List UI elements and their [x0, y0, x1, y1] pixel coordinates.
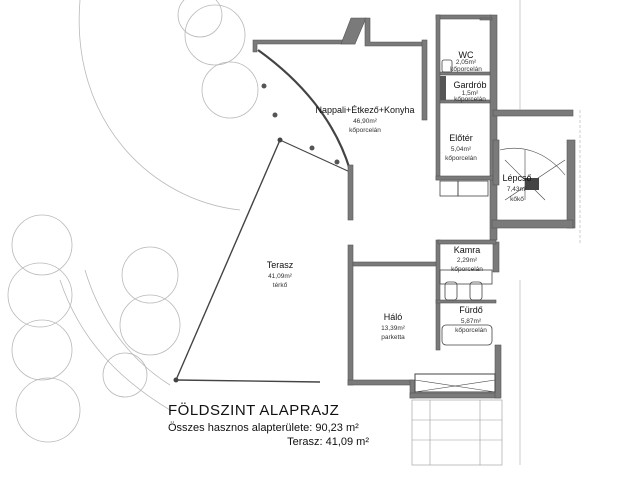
landscape-trees: [7, 0, 259, 443]
room-bathroom: Fürdő 5,87m² kőporcelán: [455, 305, 487, 334]
room-bathroom-area: 5,87m²: [461, 318, 482, 325]
room-wc-floor: kőporcelán: [450, 66, 482, 73]
room-bathroom-floor: kőporcelán: [455, 327, 487, 334]
room-hall-name: Előtér: [449, 133, 473, 143]
room-wc: WC 2,05m² kőporcelán: [450, 50, 482, 73]
room-stairs-floor: kőkő: [510, 196, 524, 203]
room-stairs-name: Lépcső: [502, 173, 531, 183]
room-terrace-name: Terasz: [267, 260, 294, 270]
room-bedroom-name: Háló: [384, 312, 403, 322]
room-wc-name: WC: [459, 50, 474, 60]
room-living-floor: kőporcelán: [349, 127, 381, 134]
room-pantry: Kamra 2,29m² kőporcelán: [451, 245, 483, 273]
room-terrace-area: 41,09m²: [268, 273, 293, 280]
room-living-name: Nappali+Étkező+Konyha: [315, 105, 414, 115]
caption-title: FÖLDSZINT ALAPRAJZ: [168, 401, 339, 419]
plan-caption: FÖLDSZINT ALAPRAJZ Összes hasznos alapte…: [168, 401, 369, 448]
caption-total-area: Összes hasznos alapterülete: 90,23 m²: [168, 422, 359, 434]
room-bedroom-area: 13,39m²: [381, 325, 406, 332]
room-hall-area: 5,04m²: [451, 146, 472, 153]
room-living-area: 46,90m²: [353, 118, 378, 125]
room-wardrobe: Gardrób 1,5m² kőporcelán: [453, 80, 486, 103]
terrace-outline: [173, 137, 351, 383]
room-stairs-area: 7,43m²: [507, 186, 528, 193]
room-bedroom-floor: parketta: [381, 334, 405, 341]
room-bathroom-name: Fürdő: [459, 305, 483, 315]
room-pantry-name: Kamra: [454, 245, 481, 255]
curved-facade: [257, 49, 352, 171]
room-bedroom: Háló 13,39m² parketta: [381, 312, 406, 341]
room-wardrobe-floor: kőporcelán: [454, 96, 486, 103]
room-terrace: Terasz 41,09m² térkő: [267, 260, 294, 289]
room-wc-area: 2,05m²: [456, 59, 477, 66]
room-stairs: Lépcső 7,43m² kőkő: [502, 173, 531, 203]
caption-terrace-area: Terasz: 41,09 m²: [287, 436, 369, 448]
room-pantry-floor: kőporcelán: [451, 266, 483, 273]
room-wardrobe-area: 1,5m²: [462, 90, 479, 97]
room-wardrobe-name: Gardrób: [453, 80, 486, 90]
room-hall: Előtér 5,04m² kőporcelán: [445, 133, 477, 162]
room-living: Nappali+Étkező+Konyha 46,90m² kőporcelán: [315, 105, 414, 134]
room-hall-floor: kőporcelán: [445, 155, 477, 162]
room-terrace-floor: térkő: [273, 282, 288, 289]
room-pantry-area: 2,29m²: [457, 257, 478, 264]
walls: [252, 14, 576, 399]
fixtures: [411, 0, 581, 466]
